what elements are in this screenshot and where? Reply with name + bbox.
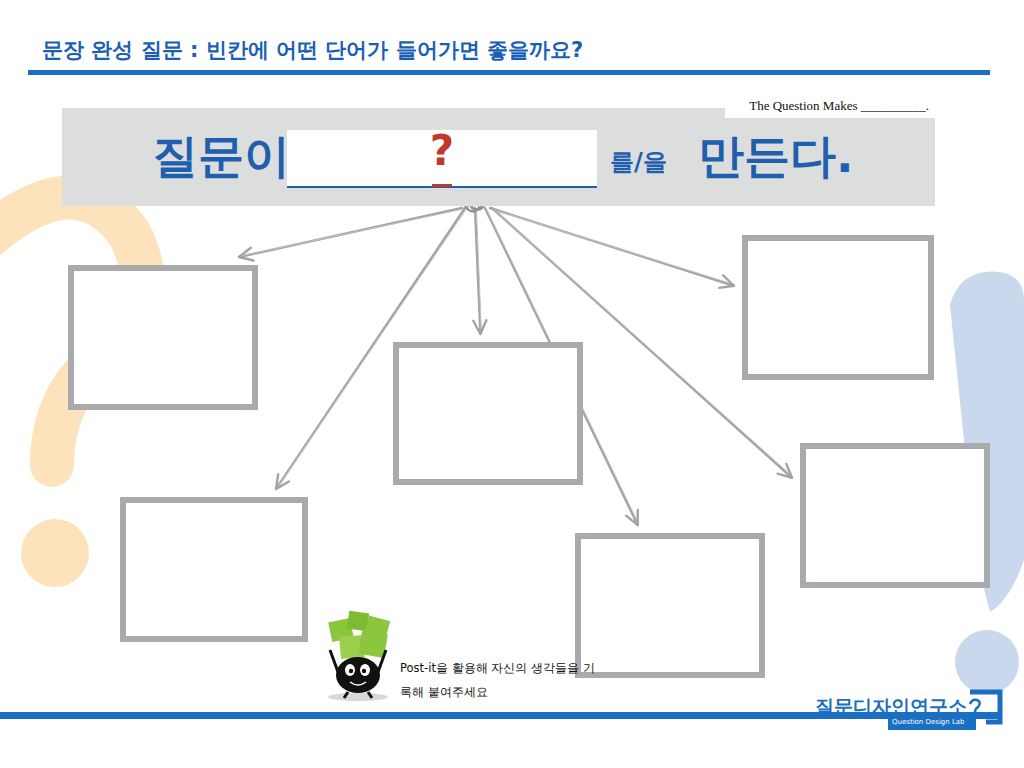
banner-band: 질문이? 를/을 만든다. [62, 108, 935, 206]
arrow-head [473, 320, 486, 334]
blank-mark: ? [430, 126, 454, 175]
connector-sketch [477, 209, 482, 333]
arrow-connector [239, 208, 464, 260]
connector-line [475, 208, 480, 334]
instruction-note: Post-it을 활용해 자신의 생각들을 기록해 붙여주세요 [400, 656, 600, 704]
connector-line [490, 208, 734, 286]
logo-tab [888, 716, 976, 730]
blank-mark-underline [432, 184, 452, 187]
answer-box [68, 265, 258, 410]
logo-mark-dot [973, 714, 977, 718]
logo-text: 질문디자인연구소 [815, 694, 967, 720]
arrow-head [719, 275, 734, 287]
banner-text: 질문이 [152, 126, 290, 188]
page-title: 문장 완성 질문 : 빈칸에 어떤 단어가 들어가면 좋을까요? [42, 36, 583, 64]
logo-subtext: Question Design Lab [892, 718, 965, 726]
arrow-connector [473, 208, 486, 334]
banner-text: 만든다. [698, 126, 853, 188]
connector-sketch [492, 209, 736, 285]
answer-box [800, 443, 990, 588]
arrow-head [239, 248, 254, 261]
logo-bracket [970, 692, 1000, 722]
logo-mark [970, 700, 980, 712]
top-rule [28, 70, 990, 75]
question-dot-deco [21, 519, 89, 587]
answer-box [120, 497, 308, 642]
character-illustration [328, 611, 390, 701]
connector-sketch [240, 209, 464, 256]
english-caption: The Question Makes __________. [725, 94, 935, 118]
answer-box [575, 533, 765, 678]
particle-text: 를/을 [610, 146, 667, 178]
arrow-connector [490, 208, 735, 288]
arrow-head [626, 510, 638, 525]
arrow-head [276, 474, 289, 489]
answer-box [393, 342, 583, 485]
exclamation-dot-deco [955, 630, 1019, 694]
answer-box [742, 235, 934, 380]
arrow-head [778, 464, 792, 478]
